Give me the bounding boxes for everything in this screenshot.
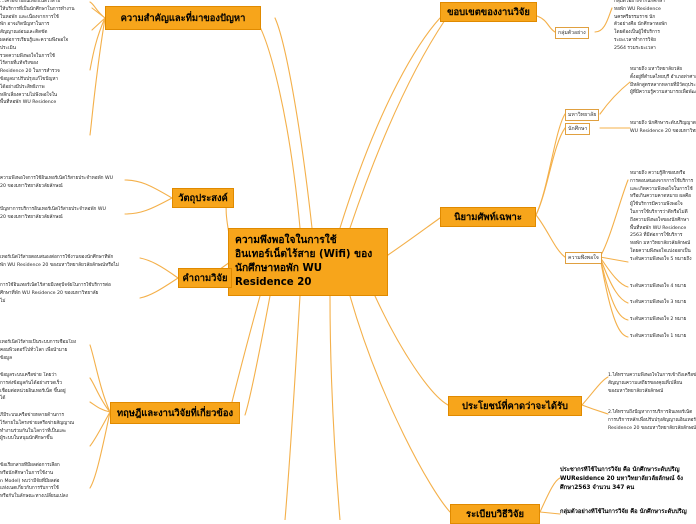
branch-methodology[interactable]: ระเบียบวิธีวิจัย — [450, 504, 540, 524]
questions-text-1: เทอร์เน็ตไร้สายตอบสนองต่อการใช้งานของนัก… — [0, 255, 119, 268]
satisfaction-definition: หมายถึง ความรู้สึกชอบหรือ การตอบสนองจากก… — [630, 171, 694, 262]
branch-definitions[interactable]: นิยามศัพท์เฉพาะ — [440, 207, 536, 227]
questions-text-2: การใช้อินเทอร์เน็ตไร้สายมีเหตุปัจจัยในกา… — [0, 283, 111, 304]
population-text: ประชากรที่ใช้ในการวิจัย คือ นักศึกษาระดั… — [560, 467, 683, 491]
subnode-satisfaction[interactable]: ความพึงพอใจ — [565, 252, 602, 264]
theory-text-1: เทอร์เน็ตไร้สายเป็นระบบการเชื่อมโยง คอมพ… — [0, 340, 76, 361]
central-topic[interactable]: ความพึงพอใจในการใช้อินเทอร์เน็ตไร้สาย (W… — [228, 228, 388, 296]
branch-scope[interactable]: ขอบเขตของงานวิจัย — [440, 2, 537, 22]
satisfaction-level-1: ระดับความพึงพอใจ 1 หมาย — [630, 334, 687, 339]
branch-questions[interactable]: คำถามวิจัย — [178, 268, 232, 288]
benefits-text-1: 1.ได้ทราบความพึงพอใจในการเข้าถึงเครือข่า… — [608, 373, 696, 394]
significance-text: ...เครือข่ายอินเทอร์เน็ตไร้สาย ให้บริการ… — [0, 0, 75, 106]
branch-objectives[interactable]: วัตถุประสงค์ — [172, 188, 234, 208]
branch-benefits[interactable]: ประโยชน์ที่คาดว่าจะได้รับ — [448, 396, 582, 416]
sample-text: กลุ่มตัวอย่างที่ใช้ในการวิจัย คือ นักศึก… — [560, 509, 687, 515]
objectives-text-2: ปัญหาการบริการอินเทอร์เน็ตไร้สายประจำหอพ… — [0, 207, 106, 220]
subnode-students[interactable]: นักศึกษา — [565, 123, 591, 135]
university-definition: หมายถึง มหาวิทยาลัยวลัย ตั้งอยู่ที่ตำบลไ… — [630, 67, 696, 96]
theory-text-2: ข้อมูลระบบเครือข่าย โดยว่า การส่งข้อมูลก… — [0, 373, 66, 402]
subnode-sample-group[interactable]: กลุ่มตัวอย่าง — [555, 27, 589, 39]
satisfaction-level-4: ระดับความพึงพอใจ 4 หมาย — [630, 284, 687, 289]
branch-significance[interactable]: ความสำคัญและที่มาของปัญหา — [105, 6, 261, 30]
objectives-text-1: ความพึงพอใจการใช้อินเทอร์เน็ตไร้สายประจำ… — [0, 176, 114, 189]
theory-text-3: ภีมีระบบเครือข่ายหลายด้านการ ไร้สายในโคร… — [0, 413, 75, 442]
satisfaction-level-2: ระดับความพึงพอใจ 2 หมาย — [630, 317, 687, 322]
theory-text-4: ข้อเรียกสายที่มีผลต่อการเลือก หรือนักศึก… — [0, 463, 68, 500]
scope-text: กลุ่มตัวอย่างจากนักศึกษา หอพัก WU Reside… — [614, 0, 668, 51]
satisfaction-level-3: ระดับความพึงพอใจ 3 หมาย — [630, 300, 687, 305]
subnode-university[interactable]: มหาวิทยาลัย — [565, 109, 600, 121]
benefits-text-2: 2.ได้ทราบถึงปัญหาการบริการอินเทอร์เน็ต ก… — [608, 410, 696, 431]
branch-theory[interactable]: ทฤษฎีและงานวิจัยที่เกี่ยวข้อง — [110, 402, 240, 424]
students-definition: หมายถึง นักศึกษาระดับปริญญาตรีที่อาศัยอย… — [630, 121, 696, 134]
